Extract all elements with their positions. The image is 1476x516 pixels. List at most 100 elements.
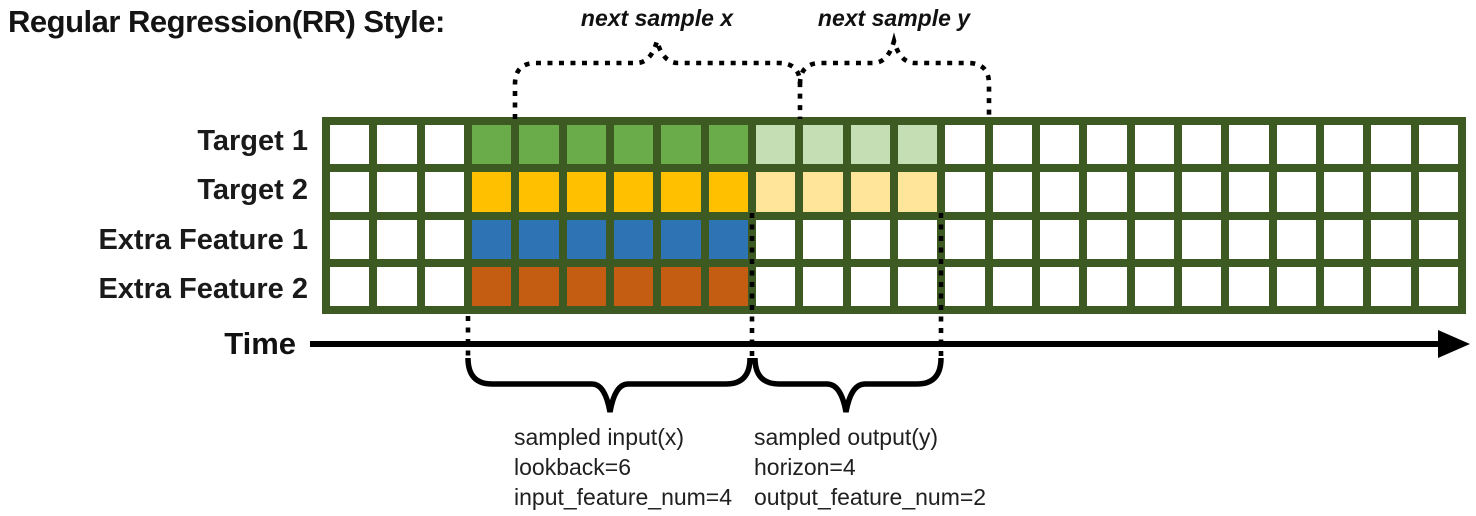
grid-cell (1229, 125, 1269, 165)
grid-cell (992, 125, 1032, 165)
grid-cell (1181, 172, 1222, 212)
grid-cell (850, 219, 890, 259)
grid-cell (519, 266, 559, 306)
grid-cell (1418, 266, 1458, 306)
grid-cell (519, 172, 559, 212)
grid-cell (661, 219, 701, 259)
grid-cell (377, 172, 417, 212)
grid-cell (471, 172, 512, 212)
output-feature-num-value: output_feature_num=2 (754, 484, 987, 510)
grid-cell (708, 219, 748, 259)
grid-cell (1323, 125, 1364, 165)
grid-cell (424, 219, 464, 259)
grid-cell (1371, 125, 1411, 165)
grid-cell (471, 125, 512, 165)
grid-cell (755, 266, 796, 306)
grid-cell (945, 266, 985, 306)
grid-cell (708, 125, 748, 165)
grid-cell (1039, 125, 1080, 165)
grid-cell (519, 219, 559, 259)
grid-cell (1418, 172, 1458, 212)
grid-cell (330, 266, 370, 306)
grid-cell (945, 219, 985, 259)
sampled-input-note: sampled input(x) lookback=6 input_featur… (514, 422, 732, 512)
grid-cell (613, 125, 654, 165)
grid-cell (566, 172, 606, 212)
grid-cell (330, 172, 370, 212)
grid-cell (330, 219, 370, 259)
sample-grid (322, 117, 1466, 314)
grid-cell (1276, 172, 1316, 212)
grid-cell (1181, 266, 1222, 306)
grid-cell (613, 266, 654, 306)
grid-cell (1039, 266, 1080, 306)
grid-cell (1418, 219, 1458, 259)
grid-cell (755, 172, 796, 212)
grid-cell (1181, 219, 1222, 259)
grid-cell (566, 219, 606, 259)
grid-cell (1229, 172, 1269, 212)
grid-cell (897, 125, 938, 165)
grid-cell (661, 172, 701, 212)
grid-cell (803, 219, 843, 259)
row-label-extra-feature-1: Extra Feature 1 (98, 223, 308, 256)
grid-cell (1229, 266, 1269, 306)
grid-cell (471, 266, 512, 306)
grid-cell (897, 266, 938, 306)
grid-cell (992, 266, 1032, 306)
next-sample-y-label: next sample y (817, 5, 971, 31)
grid-cell (661, 266, 701, 306)
grid-cell (1229, 219, 1269, 259)
sampled-input-title: sampled input(x) (514, 424, 685, 450)
grid-cell (1087, 125, 1127, 165)
grid-cell (424, 125, 464, 165)
grid-cell (803, 125, 843, 165)
grid-cell (1087, 172, 1127, 212)
grid-cell (471, 219, 512, 259)
grid-cell (424, 266, 464, 306)
grid-cell (1087, 219, 1127, 259)
grid-cell (945, 172, 985, 212)
next-sample-x-brace (512, 32, 803, 119)
time-axis-arrowhead (1438, 330, 1470, 358)
grid-cell (1039, 172, 1080, 212)
grid-cell (945, 125, 985, 165)
row-label-extra-feature-2: Extra Feature 2 (98, 272, 308, 305)
grid-cell (708, 172, 748, 212)
grid-cell (708, 266, 748, 306)
next-sample-x-label: next sample x (580, 5, 734, 31)
grid-cell (613, 172, 654, 212)
time-axis-label: Time (224, 326, 296, 361)
grid-cell (1181, 125, 1222, 165)
grid-cell (1087, 266, 1127, 306)
next-sample-y-brace (797, 32, 992, 119)
grid-cell (850, 266, 890, 306)
grid-cell (992, 219, 1032, 259)
grid-cell (803, 266, 843, 306)
sampled-output-note: sampled output(y) horizon=4 output_featu… (754, 422, 986, 512)
grid-cell (1134, 125, 1174, 165)
row-label-target-1: Target 1 (197, 125, 308, 158)
grid-cell (850, 172, 890, 212)
sampled-output-title: sampled output(y) (754, 424, 939, 450)
grid-cell (1134, 219, 1174, 259)
grid-cell (1323, 266, 1364, 306)
grid-cell (1276, 125, 1316, 165)
grid-cell (566, 266, 606, 306)
grid-cell (377, 266, 417, 306)
grid-cell (377, 219, 417, 259)
grid-cell (1276, 266, 1316, 306)
grid-cell (424, 172, 464, 212)
horizon-value: horizon=4 (754, 454, 856, 480)
grid-cell (661, 125, 701, 165)
grid-cell (1323, 219, 1364, 259)
input-feature-num-value: input_feature_num=4 (514, 484, 733, 510)
grid-cell (613, 219, 654, 259)
grid-cell (755, 125, 796, 165)
grid-cell (1371, 266, 1411, 306)
grid-cell (897, 172, 938, 212)
grid-cell (330, 125, 370, 165)
grid-cell (1418, 125, 1458, 165)
